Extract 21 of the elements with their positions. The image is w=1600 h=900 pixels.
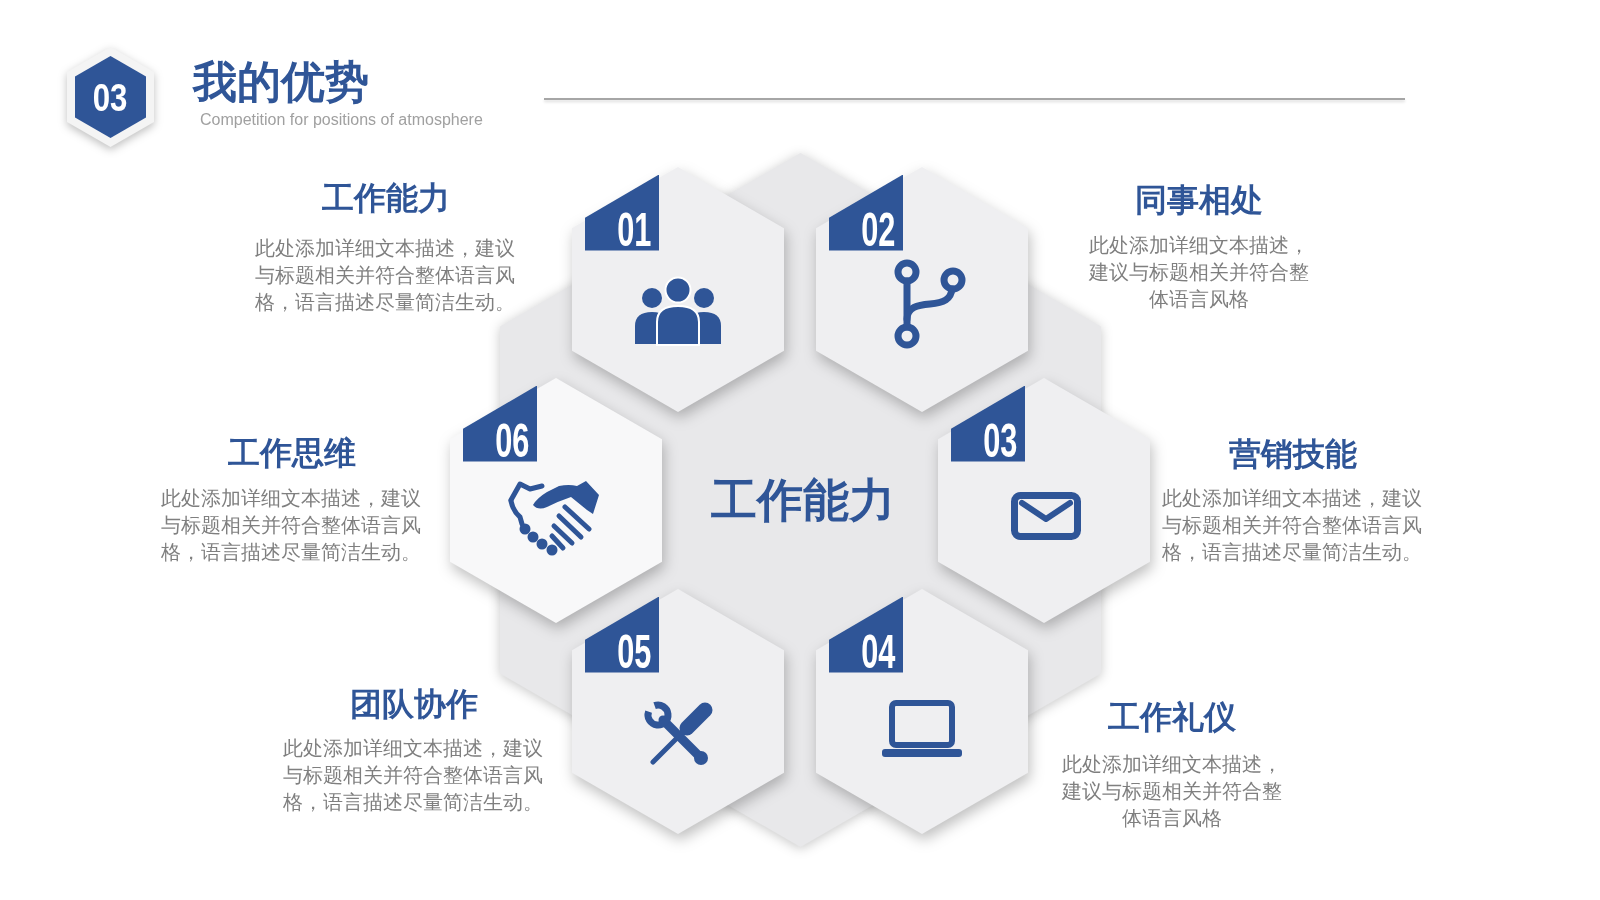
section-heading: 工作能力 bbox=[322, 178, 450, 218]
section-heading: 同事相处 bbox=[1135, 180, 1263, 220]
description-text: 此处添加详细文本描述，建议与标题相关并符合整体语言风格，语言描述尽量简洁生动。 bbox=[255, 234, 516, 316]
description-text: 此处添加详细文本描述，建议与标题相关并符合整体语言风格 bbox=[1061, 750, 1283, 832]
hexagon-tile bbox=[450, 377, 662, 623]
description-text: 此处添加详细文本描述，建议与标题相关并符合整体语言风格，语言描述尽量简洁生动。 bbox=[1162, 484, 1423, 566]
badge-number: 03 bbox=[92, 77, 128, 117]
description-text: 此处添加详细文本描述，建议与标题相关并符合整体语言风格 bbox=[1088, 231, 1310, 313]
hexagon-badge bbox=[66, 47, 154, 147]
section-heading: 工作礼仪 bbox=[1108, 697, 1236, 737]
subtitle: Competition for positions of atmosphere bbox=[200, 110, 483, 129]
section-heading: 营销技能 bbox=[1229, 434, 1357, 474]
number-tag: 01 bbox=[585, 174, 659, 251]
page-title: 我的优势 bbox=[193, 56, 369, 108]
description-text: 此处添加详细文本描述，建议与标题相关并符合整体语言风格，语言描述尽量简洁生动。 bbox=[283, 734, 544, 816]
center-heading: 工作能力 bbox=[711, 473, 895, 527]
section-heading: 团队协作 bbox=[350, 684, 478, 724]
description-text: 此处添加详细文本描述，建议与标题相关并符合整体语言风格，语言描述尽量简洁生动。 bbox=[161, 484, 422, 566]
number-tag: 06 bbox=[463, 385, 537, 462]
hexagon-tile bbox=[938, 377, 1150, 623]
section-heading: 工作思维 bbox=[228, 433, 356, 473]
